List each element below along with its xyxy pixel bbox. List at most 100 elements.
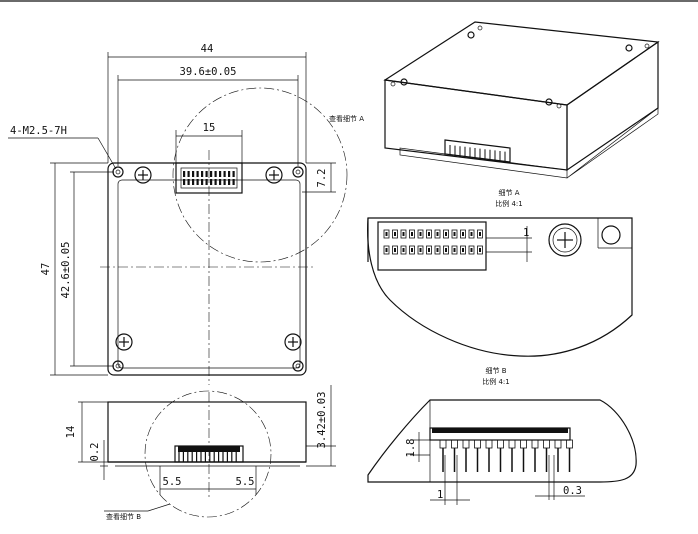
detail-b-reference: 查看细节 B bbox=[106, 512, 141, 521]
side-dim-left-offset: 5.5 bbox=[163, 476, 182, 488]
connector-pin bbox=[214, 171, 217, 177]
iso-top-face bbox=[383, 21, 660, 106]
connector-pin-head bbox=[566, 439, 573, 449]
connector-pin bbox=[400, 229, 407, 239]
connector-pin bbox=[409, 245, 415, 255]
connector-pin bbox=[417, 245, 424, 255]
dim-hole-spacing-y: 42.6±0.05 bbox=[60, 242, 72, 299]
connector-pin bbox=[183, 171, 186, 177]
iso-screw-2 bbox=[467, 31, 475, 39]
side-view-outline bbox=[107, 401, 307, 463]
detail-a-view: 细节 A 比例 4:1 1 bbox=[367, 188, 633, 357]
detail-a-pin-grid bbox=[383, 229, 483, 255]
connector-pin bbox=[383, 229, 390, 239]
detail-b-scale: 比例 4:1 bbox=[482, 377, 510, 386]
connector-pin bbox=[417, 229, 424, 239]
screw-top-left bbox=[134, 166, 152, 184]
iso-connector bbox=[444, 139, 511, 163]
side-dim-right-offset: 5.5 bbox=[236, 476, 255, 488]
connector-pin bbox=[392, 229, 398, 239]
connector-pin-core bbox=[428, 248, 430, 252]
dim-connector-offset: 7.2 bbox=[316, 169, 328, 188]
connector-pin bbox=[196, 179, 199, 185]
dim-hole-spacing-x: 39.6±0.05 bbox=[180, 66, 237, 78]
connector-pin-head bbox=[474, 439, 481, 449]
top-view: 44 39.6±0.05 15 47 42.6±0.05 7.2 4-M2.5-… bbox=[8, 43, 364, 385]
connector-pin bbox=[434, 245, 441, 255]
connector-pin-core bbox=[411, 232, 413, 236]
connector-pin bbox=[201, 179, 204, 185]
connector-pin bbox=[468, 229, 475, 239]
detail-b-view: 细节 B 比例 4:1 1.8 1 0.3 bbox=[367, 366, 637, 505]
connector-pin-core bbox=[436, 232, 439, 236]
connector-pin bbox=[210, 171, 213, 177]
side-view: 14 0.2 3.42±0.03 5.5 5.5 查看细节 B bbox=[65, 385, 336, 521]
connector-pin bbox=[468, 245, 475, 255]
connector-pin bbox=[434, 229, 441, 239]
connector-pin bbox=[451, 229, 458, 239]
connector-pin-head bbox=[531, 439, 539, 449]
connector-pin bbox=[392, 245, 398, 255]
connector-pin-head bbox=[439, 439, 447, 449]
connector-pin-head bbox=[451, 439, 458, 449]
detail-a-screw bbox=[548, 223, 582, 257]
mounting-hole-top-left bbox=[112, 166, 124, 178]
detail-a-boundary bbox=[367, 217, 633, 357]
detail-a-callout-circle bbox=[172, 87, 348, 263]
connector-pin-core bbox=[402, 232, 405, 236]
top-view-outline bbox=[107, 162, 307, 376]
screw-top-right bbox=[265, 166, 283, 184]
connector-pin bbox=[183, 179, 186, 185]
connector-pin-core bbox=[462, 248, 464, 252]
side-dim-connector-height: 3.42±0.03 bbox=[316, 392, 328, 449]
connector-pin bbox=[223, 179, 226, 185]
connector-pin-core bbox=[453, 248, 456, 252]
connector-pin-head bbox=[497, 439, 504, 449]
connector-pin bbox=[228, 179, 231, 185]
connector-pin-core bbox=[385, 232, 388, 236]
connector-pin-core bbox=[428, 232, 430, 236]
connector-pin bbox=[196, 171, 199, 177]
connector-pin-head bbox=[520, 439, 527, 449]
connector-pin-core bbox=[419, 248, 422, 252]
connector-pin-core bbox=[479, 248, 481, 252]
connector-pin bbox=[409, 229, 415, 239]
side-connector-pins bbox=[178, 452, 237, 462]
connector-pin-head bbox=[554, 439, 562, 449]
connector-pin bbox=[201, 171, 204, 177]
connector-pin bbox=[214, 179, 217, 185]
connector-pin bbox=[477, 245, 483, 255]
connector-pin bbox=[232, 171, 235, 177]
isometric-view bbox=[383, 21, 660, 179]
iso-connector-pins bbox=[449, 145, 506, 163]
connector-pin bbox=[451, 245, 458, 255]
thread-callout: 4-M2.5-7H bbox=[10, 125, 67, 137]
detail-b-callout-circle bbox=[144, 390, 272, 518]
detail-a-title: 细节 A bbox=[498, 188, 519, 197]
connector-pin-core bbox=[394, 232, 396, 236]
connector-pin-core bbox=[436, 248, 439, 252]
iso-screw-1 bbox=[400, 78, 408, 86]
side-dim-thickness: 14 bbox=[65, 426, 77, 439]
connector-pin bbox=[210, 179, 213, 185]
connector-pin bbox=[228, 171, 231, 177]
connector-pin bbox=[443, 229, 449, 239]
connector-pin bbox=[205, 179, 208, 185]
connector-pin bbox=[192, 171, 195, 177]
detail-b-pin-length: 1.8 bbox=[405, 439, 417, 458]
connector-pin-core bbox=[445, 232, 447, 236]
connector-pin-core bbox=[462, 232, 464, 236]
connector-pin bbox=[383, 245, 390, 255]
connector-pin-core bbox=[445, 248, 447, 252]
detail-a-connector bbox=[377, 221, 487, 271]
connector-pin-core bbox=[470, 248, 473, 252]
connector-pin-core bbox=[411, 248, 413, 252]
connector-pin bbox=[426, 245, 432, 255]
connector-pin-core bbox=[394, 248, 396, 252]
connector-pin-core bbox=[402, 248, 405, 252]
detail-a-reference: 查看细节 A bbox=[329, 114, 364, 123]
detail-a-mounting-hole bbox=[601, 225, 621, 245]
screw-bottom-right bbox=[284, 333, 302, 351]
connector-pin bbox=[205, 171, 208, 177]
